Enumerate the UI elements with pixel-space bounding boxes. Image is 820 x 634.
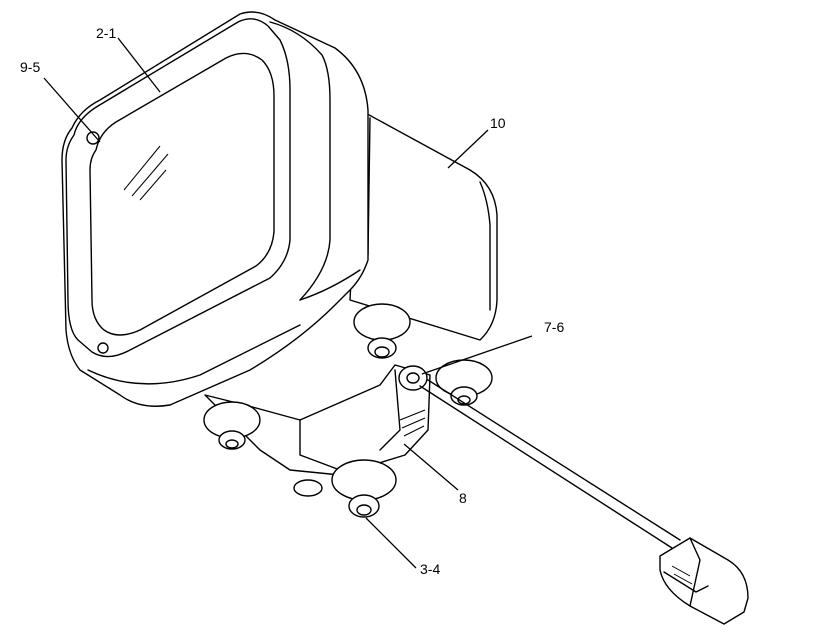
lens-bezel — [65, 18, 291, 358]
callout-2-1: 2-1 — [96, 25, 116, 41]
screw-bottom-left — [97, 342, 109, 354]
bolt-head-left — [293, 479, 323, 497]
leader-10 — [447, 129, 489, 169]
lens-glass — [89, 52, 275, 336]
connector-plug — [659, 537, 749, 625]
wire-harness — [419, 379, 681, 549]
leader-9-5 — [43, 77, 101, 143]
mount-upper — [353, 303, 411, 359]
mount-bottom — [331, 459, 397, 518]
leader-2-1 — [117, 37, 161, 93]
callout-3-4: 3-4 — [420, 561, 440, 577]
callout-10: 10 — [490, 115, 506, 131]
screw-top-left — [86, 131, 100, 145]
leader-lines — [43, 37, 533, 569]
callout-9-5: 9-5 — [20, 59, 40, 75]
grommet — [398, 365, 428, 391]
leader-3-4 — [365, 517, 417, 569]
callout-7-6: 7-6 — [544, 319, 564, 335]
mount-left — [203, 401, 261, 450]
callout-8: 8 — [459, 490, 467, 506]
mounting-bracket — [204, 364, 431, 476]
leader-7-6 — [421, 335, 533, 375]
mount-right — [435, 359, 493, 406]
rear-housing — [349, 109, 498, 341]
leader-8 — [403, 443, 459, 491]
